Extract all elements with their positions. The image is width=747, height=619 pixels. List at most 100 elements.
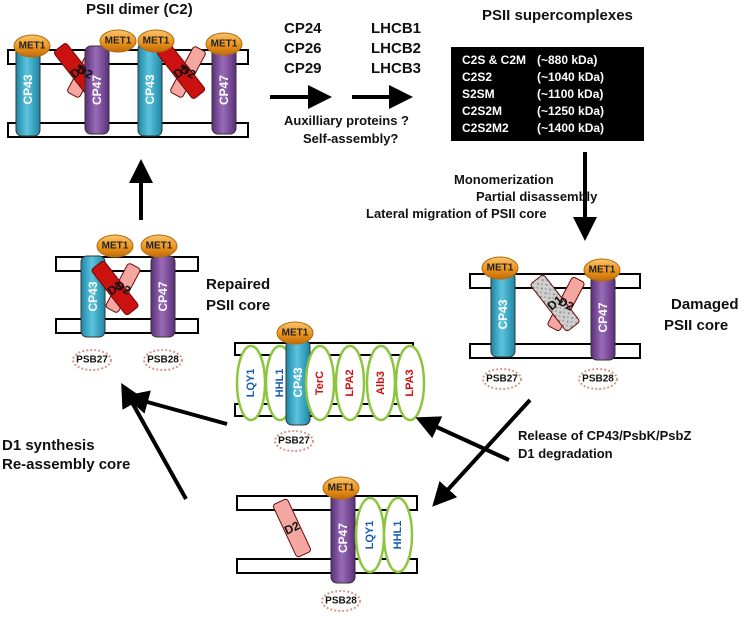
met1-protein (205, 32, 243, 56)
hhl1-label: HHL1 (274, 369, 286, 398)
met1-protein (140, 234, 178, 258)
met1-protein (137, 29, 175, 53)
dimer-membrane-bottom (7, 122, 249, 138)
psb28-label: PSB28 (147, 355, 179, 366)
d2-protein (272, 498, 312, 558)
psb27-protein (274, 430, 314, 452)
arrow-damaged-to-middle (415, 416, 510, 462)
d1-synthesis-text: D1 synthesis (2, 437, 95, 454)
met1-protein (99, 29, 137, 53)
supercomplex-name: S2SM (462, 87, 495, 101)
repaired-psii-core-label: PSII core (206, 297, 271, 314)
terc-label: TerC (314, 371, 326, 395)
d2-label: D2 (556, 294, 576, 314)
repaired-label: Repaired (206, 276, 271, 293)
d2-label: D2 (113, 278, 133, 298)
lhc-cp26: CP26 (284, 40, 322, 57)
supercomplex-name: C2S & C2M (462, 53, 527, 67)
cp47-label: CP47 (156, 281, 170, 311)
d1-degradation-text: D1 degradation (518, 446, 613, 461)
cp47-label: CP47 (596, 302, 610, 332)
hhl1-ring (382, 496, 414, 574)
met1-label: MET1 (211, 39, 238, 50)
release-cp43-text: Release of CP43/PsbK/PsbZ (518, 428, 692, 443)
lhc-cp24: CP24 (284, 20, 322, 37)
d2-label: D2 (282, 518, 302, 537)
psb28-label: PSB28 (582, 374, 614, 385)
supercomplex-mass: (~1100 kDa) (537, 87, 604, 101)
met1-protein (96, 234, 134, 258)
cp47-label: CP47 (90, 75, 104, 105)
psb28-label: PSB28 (325, 596, 357, 607)
lpa3-label: LPA3 (404, 369, 416, 396)
psb27-label: PSB27 (278, 436, 310, 447)
met1-protein (276, 321, 314, 345)
met1-label: MET1 (328, 483, 355, 494)
supercomplex-mass: (~880 kDa) (537, 53, 598, 67)
lpa3-ring (394, 344, 426, 422)
psb27-label: PSB27 (76, 355, 108, 366)
lhc-lhcb2: LHCB2 (371, 40, 422, 57)
cp43-label: CP43 (86, 281, 100, 311)
lpa2-ring (334, 344, 366, 422)
met1-protein (481, 256, 519, 280)
lhc-lhcb3: LHCB3 (371, 60, 422, 77)
hhl1-label: HHL1 (392, 521, 404, 550)
psb27-protein (482, 368, 522, 390)
met1-protein (13, 34, 51, 58)
alb3-label: Alb3 (375, 371, 387, 395)
damaged-label: Damaged (671, 296, 739, 313)
lpa2-label: LPA2 (344, 369, 356, 396)
cp43-label: CP43 (496, 299, 510, 329)
lqy1-label: LQY1 (364, 521, 376, 550)
psb28-protein (321, 590, 361, 612)
monomerization-text: Monomerization (454, 172, 554, 187)
met1-label: MET1 (19, 41, 46, 52)
psb27-protein (72, 349, 112, 371)
d1-protein (530, 274, 580, 332)
terc-ring (304, 344, 336, 422)
supercomplex-mass: (~1250 kDa) (537, 104, 605, 118)
re-assembly-core-text: Re-assembly core (2, 456, 131, 473)
cp43-label: CP43 (143, 74, 157, 104)
d1-shape (530, 274, 580, 332)
lhc-lhcb1: LHCB1 (371, 20, 422, 37)
d2-label: D2 (178, 62, 198, 82)
lhc-cp29: CP29 (284, 60, 322, 77)
lqy1-label: LQY1 (245, 369, 257, 398)
met1-label: MET1 (146, 241, 173, 252)
arrow-damaged-to-bottom (432, 398, 532, 507)
d2-label: D2 (75, 62, 95, 82)
supercomplex-mass: (~1040 kDa) (537, 70, 605, 84)
supercomplex-mass: (~1400 kDa) (537, 121, 605, 135)
supercomplex-name: C2S2 (462, 70, 493, 84)
met1-label: MET1 (102, 241, 129, 252)
cp47-label: CP47 (217, 75, 231, 105)
damaged-psii-core-label: PSII core (664, 317, 729, 334)
supercomplex-name: C2S2M (462, 104, 503, 118)
psb28-protein (143, 349, 183, 371)
repaired-membrane-bottom (55, 318, 199, 334)
d2-shape (272, 498, 312, 558)
lateral-migration-text: Lateral migration of PSII core (366, 206, 547, 221)
met1-label: MET1 (589, 265, 616, 276)
met1-protein (583, 258, 621, 282)
cp47-subunit (84, 45, 110, 135)
cp47-label: CP47 (336, 523, 350, 553)
psb27-label: PSB27 (486, 374, 518, 385)
met1-label: MET1 (487, 263, 514, 274)
arrow-middle-to-repaired (124, 390, 228, 426)
met1-label: MET1 (143, 36, 170, 47)
met1-label: MET1 (282, 328, 309, 339)
cp43-label: CP43 (291, 367, 305, 397)
cp43-label: CP43 (21, 74, 35, 104)
psii-dimer-title: PSII dimer (C2) (86, 1, 193, 18)
psii-supercomplexes-title: PSII supercomplexes (482, 7, 633, 24)
d1-protein (91, 260, 139, 316)
arrow-bottom-to-repaired (121, 383, 188, 500)
met1-label: MET1 (105, 36, 132, 47)
partial-disassembly-text: Partial disassembly (476, 189, 598, 204)
d1-shape (91, 260, 139, 316)
